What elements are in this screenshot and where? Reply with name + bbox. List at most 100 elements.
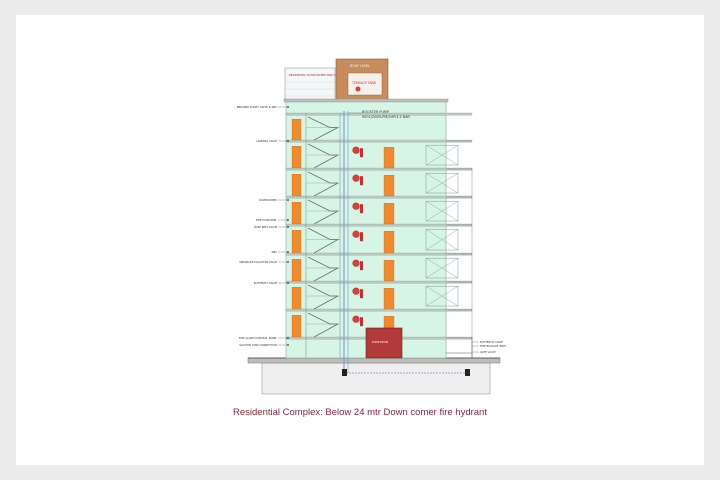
stair-flight	[307, 256, 331, 269]
roof-tank-hydrant-icon	[355, 86, 361, 92]
left-annotation-label: HOSE REEL DRUM	[254, 225, 277, 229]
hydrant-valve-icon	[360, 289, 363, 299]
left-annotation-label: BUTTERFLY VALVE	[254, 281, 278, 285]
pipe-valve-left	[342, 369, 347, 376]
leader-dot	[287, 199, 289, 201]
stair-flight	[307, 116, 331, 128]
leader-dot	[287, 344, 289, 346]
flat-door	[383, 260, 395, 282]
stair-door	[291, 146, 302, 169]
floor-slab	[285, 280, 473, 284]
floor-slab	[285, 167, 473, 171]
left-annotation-label: DOWNCOMER	[259, 198, 277, 202]
leader-dot	[287, 251, 289, 253]
stair-door	[291, 287, 302, 310]
terrace-tank-label: RESIDENTIAL FLOOR WATER TANK CAPACITY	[289, 73, 347, 77]
hydrant-valve-icon	[360, 261, 363, 271]
hydrant-reel-icon	[352, 202, 360, 210]
stair-flight	[307, 284, 331, 297]
hydrant-valve-icon	[360, 232, 363, 242]
stair-door	[291, 202, 302, 225]
left-annotations: BREAKER SUPPLY VALVE & NRV LANDING VALVE D…	[237, 105, 289, 347]
stair-flight	[307, 312, 331, 325]
foundation	[261, 362, 491, 395]
hydrant-reel-icon	[352, 315, 360, 323]
leader-dot	[287, 226, 289, 228]
ground-slab	[247, 357, 501, 364]
leader-dot	[287, 337, 289, 339]
terrace-water-tank	[284, 67, 336, 102]
leader-dot	[287, 261, 289, 263]
leader-dot	[287, 219, 289, 221]
floor-slab	[285, 308, 473, 312]
floor-slab	[285, 252, 473, 256]
window-cross	[425, 201, 459, 222]
floor-slab	[285, 223, 473, 227]
hydrant-valve-icon	[360, 204, 363, 214]
left-annotation-label: NRV	[272, 250, 278, 254]
floor-slab	[285, 139, 473, 143]
flat-door	[383, 203, 395, 225]
roof-parapet	[283, 98, 449, 103]
hydrant-reel-icon	[352, 174, 360, 182]
image-card: RESIDENTIAL FLOOR WATER TANK CAPACITY RO…	[16, 15, 704, 465]
left-annotation-label: SPRINKLER ISOLATION VALVE	[239, 260, 277, 264]
hydrant-reel-icon	[352, 259, 360, 267]
window-frame	[425, 144, 459, 166]
pump-room-unit	[365, 327, 403, 359]
pump-room-unit-label: PUMP ROOM	[372, 340, 388, 344]
right-annotation-label: GATE VALVE	[480, 350, 496, 354]
window-frame	[425, 228, 459, 251]
booster-pump-sub: 9001/2000LPM/2HP/3.5 BAR	[362, 115, 410, 119]
left-annotation-label: FIRE ALARM CONTROL PANEL	[239, 336, 278, 340]
leader-dot	[287, 106, 289, 108]
window-frame	[425, 200, 459, 222]
window-cross	[425, 286, 459, 307]
window-frame	[425, 257, 459, 279]
left-annotation-label: SUCTION TANK CONNECTION	[239, 343, 277, 347]
floor-slab	[285, 195, 473, 199]
stair-door	[291, 315, 302, 338]
window-cross	[425, 229, 459, 251]
window-cross	[425, 258, 459, 279]
right-annotation-label: FIRE BRIGADE INLET	[480, 344, 507, 348]
fire-hydrant-diagram: RESIDENTIAL FLOOR WATER TANK CAPACITY RO…	[237, 58, 507, 395]
pipe-valve-right	[465, 369, 470, 376]
floors-group	[285, 112, 473, 358]
leader-dot	[287, 140, 289, 142]
left-annotation-label: BREAKER SUPPLY VALVE & NRV	[237, 105, 277, 109]
window-cross	[425, 173, 459, 194]
left-annotation-label: FIRE HOSE REEL	[256, 218, 278, 222]
stair-flight	[307, 199, 331, 212]
window-frame	[425, 285, 459, 307]
diagram-caption: Residential Complex: Below 24 mtr Down c…	[233, 407, 487, 418]
booster-pump-label: BOOSTER PUMP	[362, 110, 389, 114]
stair-flight	[307, 143, 331, 156]
tank-hatch	[285, 74, 335, 97]
flat-door	[383, 288, 395, 310]
right-annotation-label: BUTTERFLY VALVE	[480, 340, 504, 344]
roof-tank-label: TERRACE TANK	[351, 81, 377, 85]
stair-door	[291, 119, 302, 141]
pump-room-label: ROOF LEVEL	[350, 64, 370, 68]
floor-slab	[285, 112, 473, 116]
left-annotation-label: LANDING VALVE	[256, 139, 277, 143]
window-cross	[425, 145, 459, 166]
flat-door	[383, 175, 395, 197]
stair-flight	[307, 227, 331, 240]
hydrant-reel-icon	[352, 230, 360, 238]
stair-door	[291, 230, 302, 254]
hydrant-reel-icon	[352, 146, 360, 154]
flat-door	[383, 147, 395, 169]
stair-door	[291, 259, 302, 282]
hydrant-valve-icon	[360, 317, 363, 327]
hydrant-valve-icon	[360, 148, 363, 158]
stair-flight	[307, 171, 331, 184]
flat-door	[383, 231, 395, 254]
staircase-group	[305, 113, 341, 358]
stair-door	[291, 174, 302, 197]
window-frame	[425, 172, 459, 194]
hydrant-reel-icon	[352, 287, 360, 295]
hydrant-valve-icon	[360, 176, 363, 186]
